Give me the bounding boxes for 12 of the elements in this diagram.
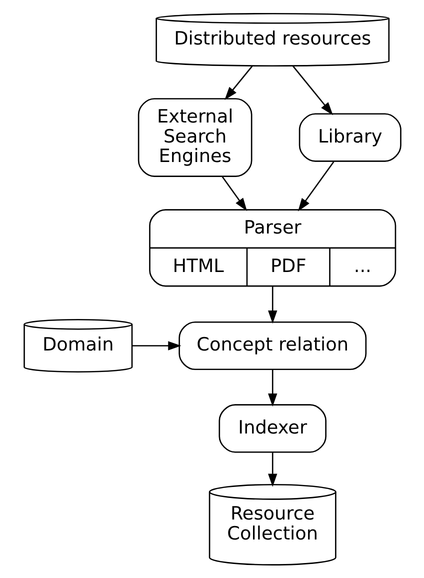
node-box: Library xyxy=(298,113,401,162)
node-box: Indexer xyxy=(218,404,326,453)
arrow xyxy=(292,66,333,116)
arrow xyxy=(268,286,277,324)
arrow xyxy=(268,452,277,487)
arrow xyxy=(268,370,277,407)
node-box: Concept relation xyxy=(178,321,366,370)
arrow xyxy=(132,341,181,350)
arrow xyxy=(297,161,334,212)
arrow xyxy=(221,176,247,212)
arrow xyxy=(224,66,252,100)
node-box: External Search Engines xyxy=(137,98,252,177)
